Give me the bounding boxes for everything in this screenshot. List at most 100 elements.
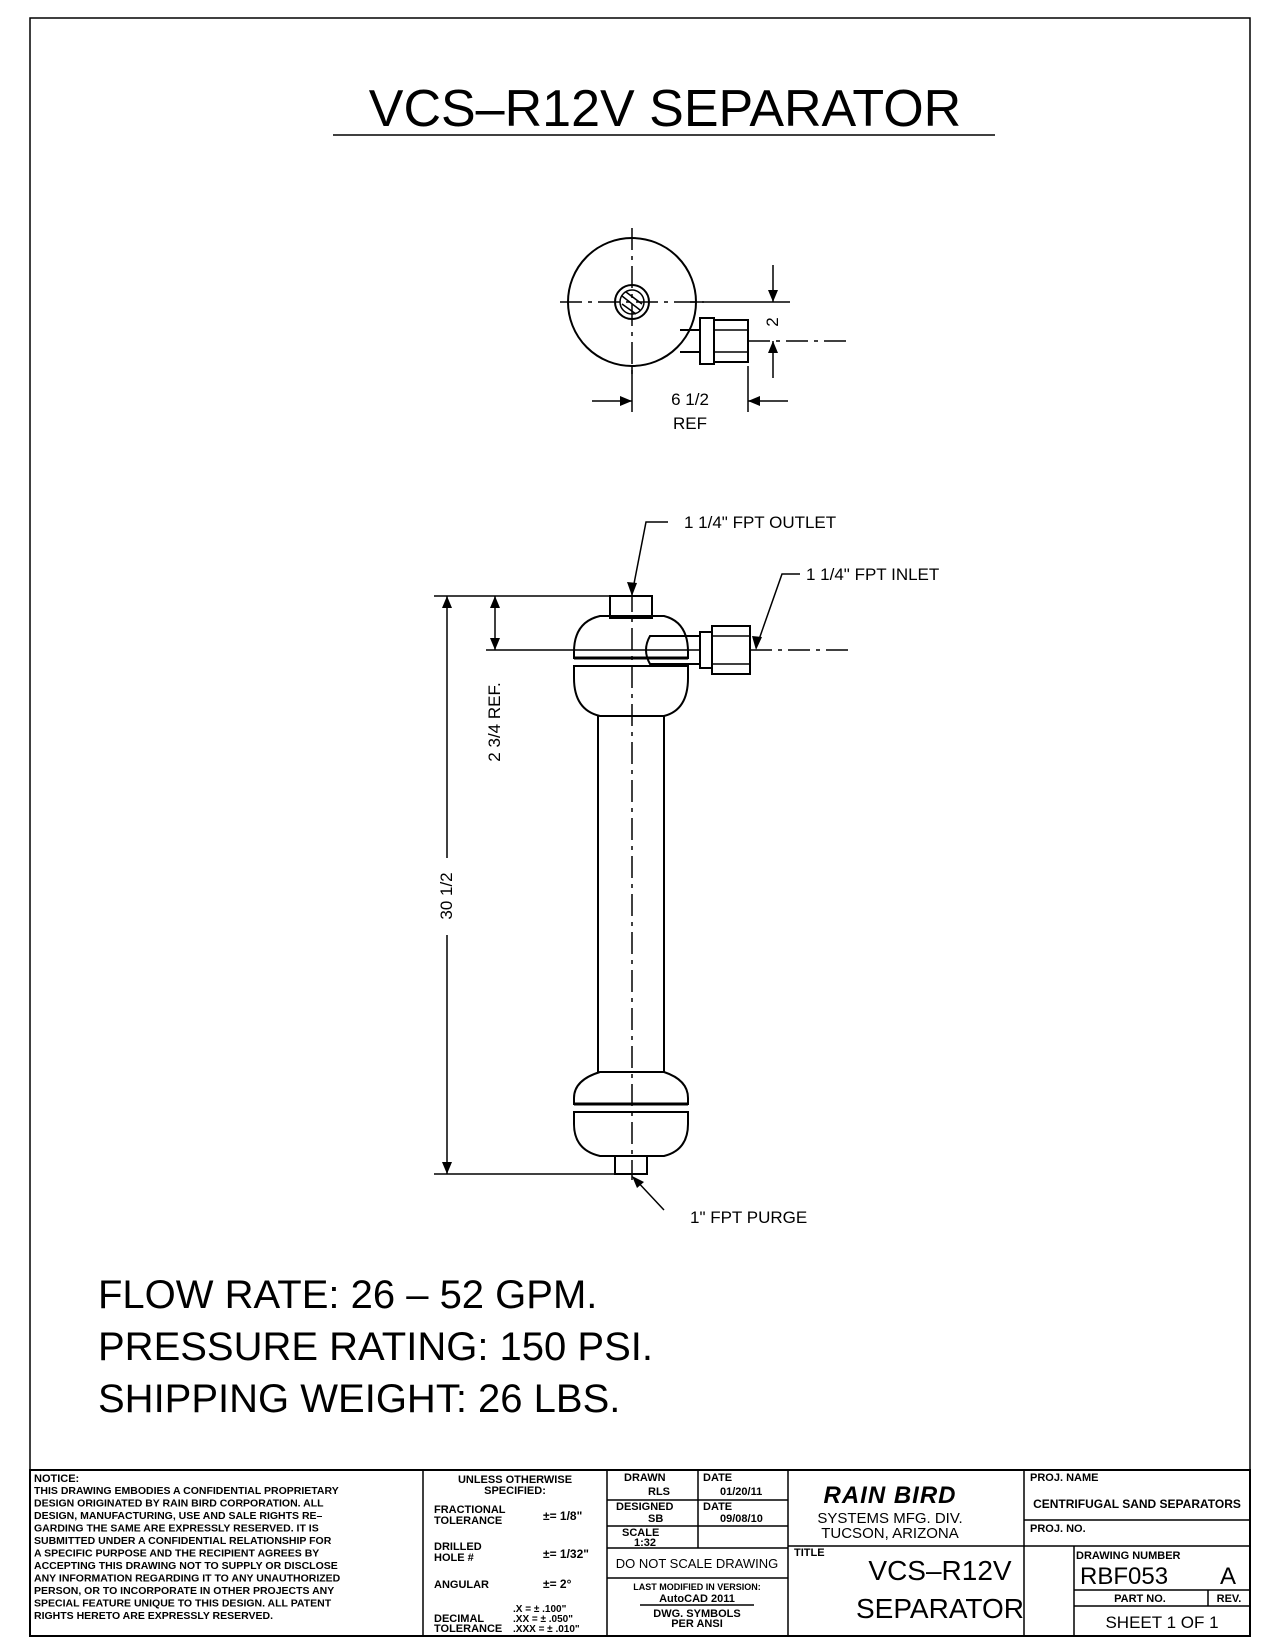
outlet-leader <box>631 521 668 595</box>
date2-value: 09/08/10 <box>720 1513 763 1525</box>
scale-value: 1:32 <box>634 1537 656 1549</box>
drawing-title: VCS–R12V SEPARATOR <box>369 80 961 138</box>
proj-name-value: CENTRIFUGAL SAND SEPARATORS <box>1033 1497 1241 1511</box>
part-no-label: PART NO. <box>1114 1593 1166 1605</box>
fractional-label-1: FRACTIONAL <box>434 1504 506 1516</box>
dwg-symbols-1: DWG. SYMBOLS <box>653 1608 740 1620</box>
side-inlet-coupling <box>711 625 751 675</box>
dim-inlet-arrow-top <box>490 596 500 608</box>
inlet-label: 1 1/4" FPT INLET <box>806 565 939 584</box>
top-head-upper <box>573 615 689 659</box>
decimal-value-2: .XX = ± .050" <box>513 1614 573 1625</box>
fractional-label-2: TOLERANCE <box>434 1515 502 1527</box>
proj-no-label: PROJ. NO. <box>1030 1523 1086 1535</box>
company-location: TUCSON, ARIZONA <box>821 1525 959 1542</box>
date2-label: DATE <box>703 1501 732 1513</box>
bottom-head-lower <box>573 1111 689 1157</box>
notice-line: SPECIAL FEATURE UNIQUE TO THIS DESIGN. A… <box>34 1598 332 1610</box>
designed-label: DESIGNED <box>616 1501 674 1513</box>
unless-otherwise-2: SPECIFIED: <box>484 1485 546 1497</box>
decimal-label-1: DECIMAL <box>434 1613 484 1625</box>
purge-nipple <box>614 1155 648 1175</box>
notice-line: GARDING THE SAME ARE EXPRESSLY RESERVED.… <box>34 1523 319 1535</box>
drawn-value: RLS <box>648 1486 670 1498</box>
fractional-value: ±= 1/8" <box>543 1509 582 1523</box>
top-view: 2 6 1/2 REF <box>560 228 848 433</box>
decimal-value-3: .XXX = ± .010" <box>513 1624 580 1635</box>
side-view: 30 1/2 2 3/4 REF. 1 1/4" FPT OUTLET 1 1/… <box>434 513 939 1227</box>
bottom-head-upper <box>573 1071 689 1105</box>
purge-label: 1" FPT PURGE <box>690 1208 807 1227</box>
dim-inlet-label: 2 3/4 REF. <box>485 682 504 761</box>
spec-flow-rate: FLOW RATE: 26 – 52 GPM. <box>98 1273 597 1317</box>
notice-heading: NOTICE: <box>34 1473 79 1485</box>
dim-width-arrow2 <box>748 396 760 406</box>
dim-height-label: 30 1/2 <box>437 872 456 919</box>
spec-pressure-rating: PRESSURE RATING: 150 PSI. <box>98 1325 653 1369</box>
dim-offset-arrow1 <box>768 290 778 302</box>
drawing-number-label: DRAWING NUMBER <box>1076 1550 1181 1562</box>
drilled-label-1: DRILLED <box>434 1541 482 1553</box>
dim-width-label: 6 1/2 <box>671 390 709 409</box>
notice-line: SUBMITTED UNDER A CONFIDENTIAL RELATIONS… <box>34 1535 332 1547</box>
notice-text: THIS DRAWING EMBODIES A CONFIDENTIAL PRO… <box>34 1485 341 1622</box>
outlet-label: 1 1/4" FPT OUTLET <box>684 513 836 532</box>
notice-line: A SPECIFIC PURPOSE AND THE RECIPIENT AGR… <box>34 1548 319 1560</box>
drilled-label-2: HOLE # <box>434 1552 474 1564</box>
dwg-symbols-2: PER ANSI <box>671 1618 723 1630</box>
drawn-label: DRAWN <box>624 1472 666 1484</box>
title-block-title-1: VCS–R12V <box>868 1555 1012 1586</box>
date1-value: 01/20/11 <box>720 1486 762 1498</box>
spec-shipping-weight: SHIPPING WEIGHT: 26 LBS. <box>98 1377 620 1421</box>
top-inlet-coupling <box>713 319 749 363</box>
sheet-number: SHEET 1 OF 1 <box>1105 1613 1218 1632</box>
date1-label: DATE <box>703 1472 732 1484</box>
title-block: NOTICE: THIS DRAWING EMBODIES A CONFIDEN… <box>29 1469 1251 1637</box>
dim-width-arrow1 <box>620 396 632 406</box>
purge-leader-arrow <box>632 1176 644 1188</box>
notice-line: THIS DRAWING EMBODIES A CONFIDENTIAL PRO… <box>34 1485 339 1497</box>
outlet-leader-arrow <box>627 582 637 596</box>
last-modified-value: AutoCAD 2011 <box>659 1593 735 1605</box>
drilled-value: ±= 1/32" <box>543 1547 589 1561</box>
title-block-title-2: SEPARATOR <box>856 1593 1024 1624</box>
dim-offset-label: 2 <box>763 317 782 326</box>
title-label: TITLE <box>794 1547 825 1559</box>
decimal-label-2: TOLERANCE <box>434 1623 502 1635</box>
angular-value: ±= 2° <box>543 1577 572 1591</box>
rain-bird-logo: RAIN BIRD <box>824 1482 957 1509</box>
notice-line: ACCEPTING THIS DRAWING NOT TO SUPPLY OR … <box>34 1560 338 1572</box>
title-block-frame <box>29 1469 1251 1637</box>
drawing-number-value: RBF053 <box>1080 1563 1168 1590</box>
inlet-leader <box>755 573 800 649</box>
notice-line: DESIGN ORIGINATED BY RAIN BIRD CORPORATI… <box>34 1498 324 1510</box>
decimal-value-1: .X = ± .100" <box>513 1604 567 1615</box>
outlet-nipple <box>609 595 653 619</box>
top-inlet-hex <box>699 317 715 365</box>
notice-line: DESIGN, MANUFACTURING, USE AND SALE RIGH… <box>34 1510 323 1522</box>
scale-label: SCALE <box>622 1527 659 1539</box>
dim-height-arrow-top <box>442 596 452 608</box>
dim-offset-arrow2 <box>768 341 778 353</box>
revision-value: A <box>1220 1563 1236 1590</box>
inlet-nozzle <box>645 635 701 665</box>
dim-width-ref: REF <box>673 414 707 433</box>
notice-line: RIGHTS HERETO ARE EXPRESSLY RESERVED. <box>34 1610 273 1622</box>
angular-label: ANGULAR <box>434 1579 489 1591</box>
notice-line: ANY INFORMATION REGARDING IT TO ANY UNAU… <box>34 1573 341 1585</box>
top-head-lower <box>573 665 689 717</box>
unless-otherwise-1: UNLESS OTHERWISE <box>458 1474 572 1486</box>
company-division: SYSTEMS MFG. DIV. <box>817 1510 962 1527</box>
designed-value: SB <box>648 1513 663 1525</box>
do-not-scale: DO NOT SCALE DRAWING <box>616 1556 779 1571</box>
dim-height-arrow-bottom <box>442 1162 452 1174</box>
last-modified-label: LAST MODIFIED IN VERSION: <box>633 1582 761 1592</box>
proj-name-label: PROJ. NAME <box>1030 1472 1098 1484</box>
rev-label: REV. <box>1217 1593 1242 1605</box>
side-inlet-hex <box>699 631 713 669</box>
dim-inlet-arrow-bottom <box>490 638 500 650</box>
inlet-leader-arrow <box>752 636 762 650</box>
notice-line: PERSON, OR TO INCORPORATE IN OTHER PROJE… <box>34 1585 334 1597</box>
specs: FLOW RATE: 26 – 52 GPM. PRESSURE RATING:… <box>98 1273 653 1421</box>
